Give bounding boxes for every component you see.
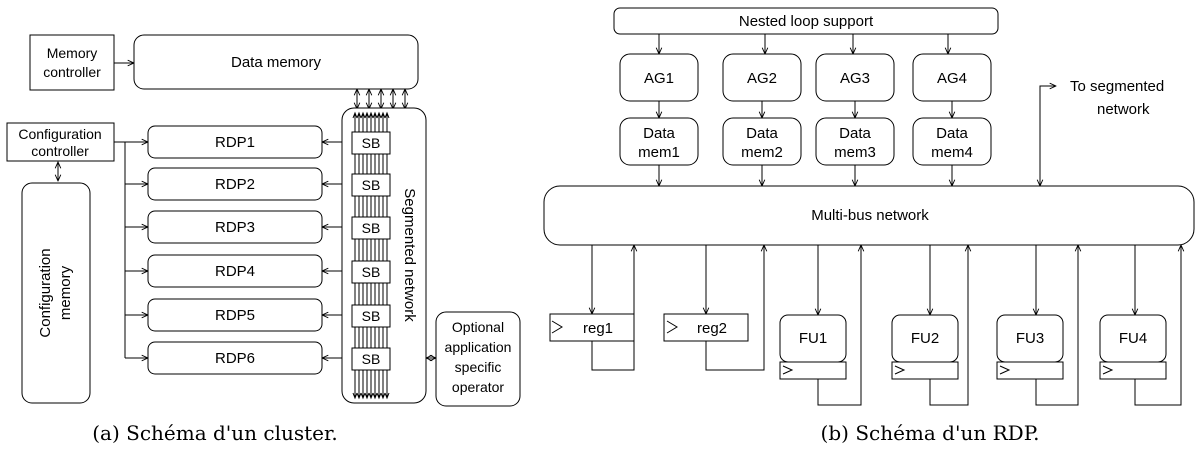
configuration-memory-label-1: Configuration [37,248,54,337]
rdp-label: RDP6 [215,350,255,367]
data-memory-label: Data memory [231,54,322,71]
fu-label: FU1 [799,330,827,347]
register-label: reg1 [583,320,613,337]
optional-operator-label-3: specific [455,359,502,375]
switch-box-6: SB [351,347,391,371]
data-mem-label-2: mem4 [931,144,973,161]
ag-block-3: AG3 [815,53,895,102]
segmented-network: SB SB SB SB SB SB Segmented network [341,107,427,404]
fu-label: FU2 [911,330,939,347]
rdp-label: RDP3 [215,219,255,236]
data-mem-label-2: mem3 [834,144,876,161]
switch-box-1: SB [351,131,391,155]
data-mem-label-2: mem1 [638,144,680,161]
rdp-label: RDP2 [215,176,255,193]
configuration-controller-label-2: controller [31,143,89,159]
rdp-block-6: RDP6 [147,341,323,375]
switch-box-label: SB [362,220,381,236]
rdp-block-3: RDP3 [147,210,323,244]
fu-label: FU4 [1119,330,1147,347]
segmented-network-wire-arrows [352,111,390,400]
configuration-bus [114,142,148,358]
datamem-network-arrows [357,89,405,109]
rdp-block-4: RDP4 [147,254,323,288]
switch-box-2: SB [351,173,391,197]
optional-operator-label-2: application [445,339,512,355]
data-mem-block-2: Data mem2 [722,117,802,166]
memory-controller-block: Memory controller [29,34,115,91]
data-mem-block-1: Data mem1 [619,117,699,166]
data-mem-label-1: Data [746,125,778,142]
fu-block-4: FU4 [1099,245,1181,406]
ag-label: AG2 [747,70,777,87]
switch-box-label: SB [362,264,381,280]
ag-block-2: AG2 [722,53,802,102]
rdp-block-1: RDP1 [147,125,323,159]
switch-box-5: SB [351,304,391,328]
rdp-block-2: RDP2 [147,167,323,201]
switch-box-4: SB [351,260,391,284]
switch-box-label: SB [362,177,381,193]
nested-loop-label: Nested loop support [739,13,874,30]
ag-label: AG4 [937,70,967,87]
ag-label: AG1 [644,70,674,87]
data-memory-block: Data memory [133,34,419,90]
ag-to-mem-arrows [659,101,952,118]
cluster-diagram: Memory controller Data memory Configurat… [6,34,521,445]
ag-block-4: AG4 [912,53,992,102]
rdp-label: RDP4 [215,263,255,280]
switch-box-label: SB [362,308,381,324]
rdp-label: RDP1 [215,134,255,151]
multibus-network-block: Multi-bus network [543,185,1195,246]
fu-block-1: FU1 [779,245,861,406]
register-block-1: reg1 [549,245,634,371]
fu-label: FU3 [1016,330,1044,347]
cluster-caption: (a) Schéma d'un cluster. [92,421,338,445]
configuration-memory-block: Configuration memory [21,182,91,404]
to-segmented-label-1: To segmented [1070,78,1164,95]
register-label: reg2 [697,320,727,337]
data-mem-label-1: Data [643,125,675,142]
mem-to-bus-arrows [659,165,952,186]
rdp-block-5: RDP5 [147,298,323,332]
rdp-caption: (b) Schéma d'un RDP. [821,421,1040,445]
data-mem-label-2: mem2 [741,144,783,161]
to-segmented-label-2: network [1097,101,1150,118]
register-block-2: reg2 [663,245,764,371]
data-mem-label-1: Data [936,125,968,142]
optional-operator-label-1: Optional [452,319,504,335]
switch-box-3: SB [351,216,391,240]
ag-block-1: AG1 [619,53,699,102]
segmented-network-label: Segmented network [401,188,418,322]
loop-to-ag-arrows [659,34,948,54]
configuration-controller-label-1: Configuration [18,126,101,142]
data-mem-block-4: Data mem4 [912,117,992,166]
data-mem-label-1: Data [839,125,871,142]
rdp-diagram: Nested loop support AG1 AG2 AG3 AG4 Data… [543,7,1195,445]
switch-box-label: SB [362,351,381,367]
multibus-label: Multi-bus network [811,207,929,224]
memory-controller-label-2: controller [43,64,101,80]
ag-label: AG3 [840,70,870,87]
fu-block-3: FU3 [996,245,1078,406]
configuration-memory-label-2: memory [57,265,74,320]
memory-controller-label-1: Memory [47,45,98,61]
to-segmented-network: To segmented network [1040,78,1164,186]
switch-box-label: SB [362,135,381,151]
data-mem-block-3: Data mem3 [815,117,895,166]
optional-operator-label-4: operator [452,379,504,395]
fu-block-2: FU2 [891,245,968,406]
nested-loop-block: Nested loop support [613,7,999,35]
optional-operator-block: Optional application specific operator [435,311,521,407]
configuration-controller-block: Configuration controller [6,122,115,162]
rdp-label: RDP5 [215,307,255,324]
